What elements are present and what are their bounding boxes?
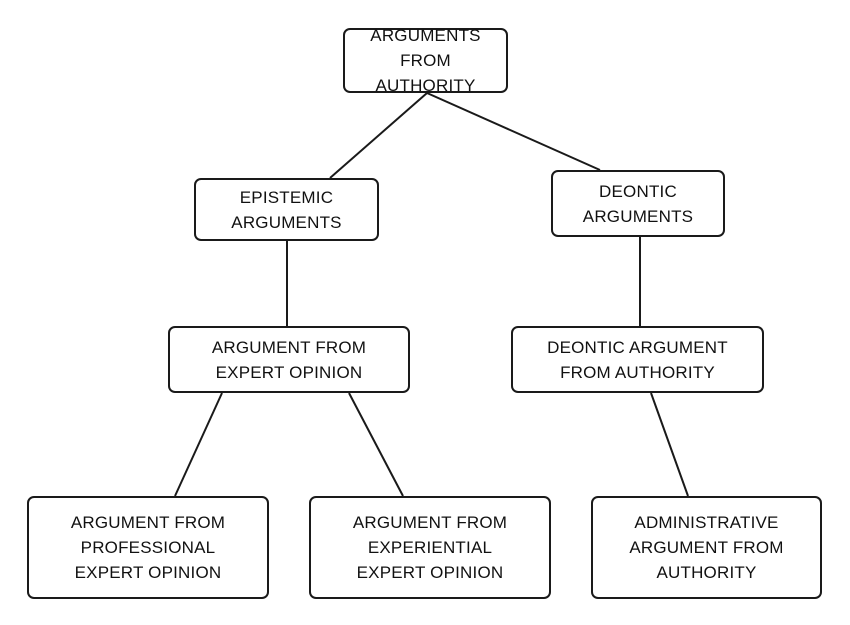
edge-deontic-authority-to-administrative bbox=[650, 392, 689, 497]
edge-expert-opinion-to-experiential bbox=[348, 392, 404, 497]
node-epistemic-arguments: EPISTEMIC ARGUMENTS bbox=[194, 178, 379, 241]
node-deontic-arguments: DEONTIC ARGUMENTS bbox=[551, 170, 725, 237]
node-deontic-argument-from-authority: DEONTIC ARGUMENT FROM AUTHORITY bbox=[511, 326, 764, 393]
node-arguments-from-authority: ARGUMENTS FROM AUTHORITY bbox=[343, 26, 508, 95]
edge-expert-opinion-to-professional bbox=[174, 392, 223, 497]
node-administrative-argument-from-authority: ADMINISTRATIVE ARGUMENT FROM AUTHORITY bbox=[591, 496, 822, 599]
edge-root-to-deontic bbox=[426, 92, 601, 171]
node-professional-expert-opinion: ARGUMENT FROM PROFESSIONAL EXPERT OPINIO… bbox=[27, 496, 269, 599]
node-argument-from-expert-opinion: ARGUMENT FROM EXPERT OPINION bbox=[168, 326, 410, 393]
edge-root-to-epistemic bbox=[329, 92, 428, 179]
node-experiential-expert-opinion: ARGUMENT FROM EXPERIENTIAL EXPERT OPINIO… bbox=[309, 496, 551, 599]
